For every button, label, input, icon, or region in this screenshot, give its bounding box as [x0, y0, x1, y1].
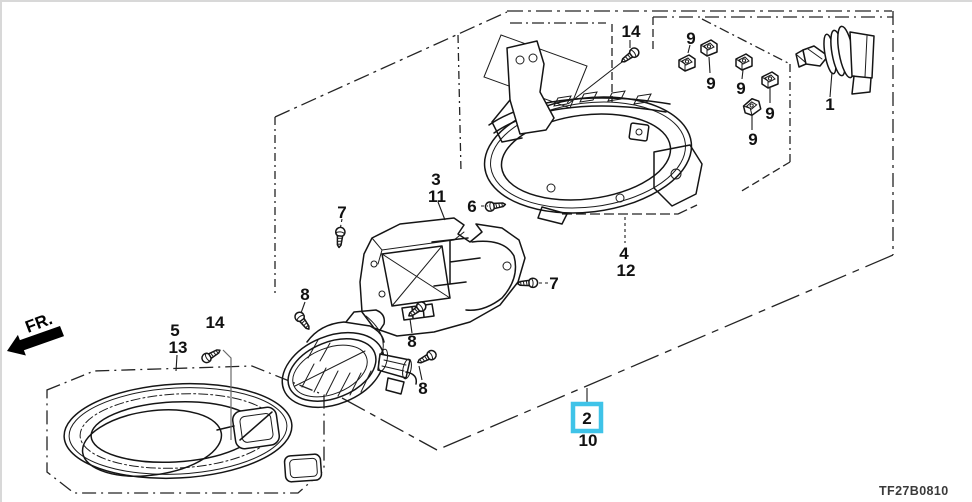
- bulb-drawing: [795, 25, 875, 95]
- callout-8-screw-right[interactable]: 8: [418, 379, 427, 398]
- callout-2-foglight[interactable]: 2: [582, 409, 591, 428]
- callout-9-clip-2[interactable]: 9: [706, 74, 715, 93]
- callout-9-clip-1[interactable]: 9: [686, 29, 695, 48]
- callout-8-screw-mid[interactable]: 8: [407, 332, 416, 351]
- bolt-6-icon: [484, 199, 507, 213]
- screw-7-left-icon: [333, 226, 347, 249]
- callout-8-screw-left[interactable]: 8: [300, 285, 309, 304]
- garnish-drawing: [46, 365, 325, 494]
- fr-direction-indicator: FR.: [7, 309, 64, 356]
- screw-14-top-icon: [618, 45, 642, 67]
- clip-icon: [678, 54, 696, 72]
- screw-7-right-icon: [516, 277, 539, 289]
- callout-12-housing[interactable]: 12: [617, 261, 636, 280]
- callout-1-bulb[interactable]: 1: [825, 95, 834, 114]
- clips-drawing: [678, 39, 779, 118]
- callout-11-bracket[interactable]: 11: [428, 187, 446, 206]
- clip-icon: [761, 71, 779, 89]
- highlight-box[interactable]: [570, 401, 604, 434]
- callout-5-garnish[interactable]: 5: [170, 321, 179, 340]
- screw-14-bottom-icon: [199, 345, 224, 366]
- callout-6-bolt[interactable]: 6: [467, 197, 476, 216]
- lens-hatching: [301, 339, 372, 397]
- callout-4-housing[interactable]: 4: [619, 244, 629, 263]
- callout-7-screw-left[interactable]: 7: [337, 203, 346, 222]
- clip-icon: [741, 96, 763, 118]
- clip-icon: [700, 39, 718, 57]
- callout-14-screw-bottom[interactable]: 14: [206, 313, 225, 332]
- callout-9-clip-5[interactable]: 9: [748, 130, 757, 149]
- housing-assembly-drawing: [483, 34, 703, 225]
- foglight-unit-drawing: [281, 309, 418, 409]
- callout-9-clip-3[interactable]: 9: [736, 79, 745, 98]
- callout-13-garnish[interactable]: 13: [169, 338, 188, 357]
- bracket-drawing: [359, 217, 526, 337]
- clip-icon: [735, 53, 753, 71]
- leader-lines: [175, 40, 833, 440]
- callout-9-clip-4[interactable]: 9: [765, 104, 774, 123]
- fr-arrow-icon: [7, 326, 64, 356]
- callout-10-foglight[interactable]: 10: [579, 431, 598, 450]
- assembly-boundary-lines: [274, 10, 894, 451]
- callout-3-bracket[interactable]: 3: [431, 170, 440, 189]
- garnish-clip-detail: [216, 406, 281, 450]
- diagram-code: TF27B0810: [879, 484, 949, 498]
- callout-labels: 1 2 10 3 11 4 12 5 13 6 7 7 8 8 8 9 9 9 …: [169, 22, 835, 450]
- screw-8-right-icon: [414, 348, 439, 368]
- screw-8-left-icon: [292, 309, 314, 333]
- callout-7-screw-right[interactable]: 7: [549, 274, 558, 293]
- callout-14-screw-top[interactable]: 14: [622, 22, 641, 41]
